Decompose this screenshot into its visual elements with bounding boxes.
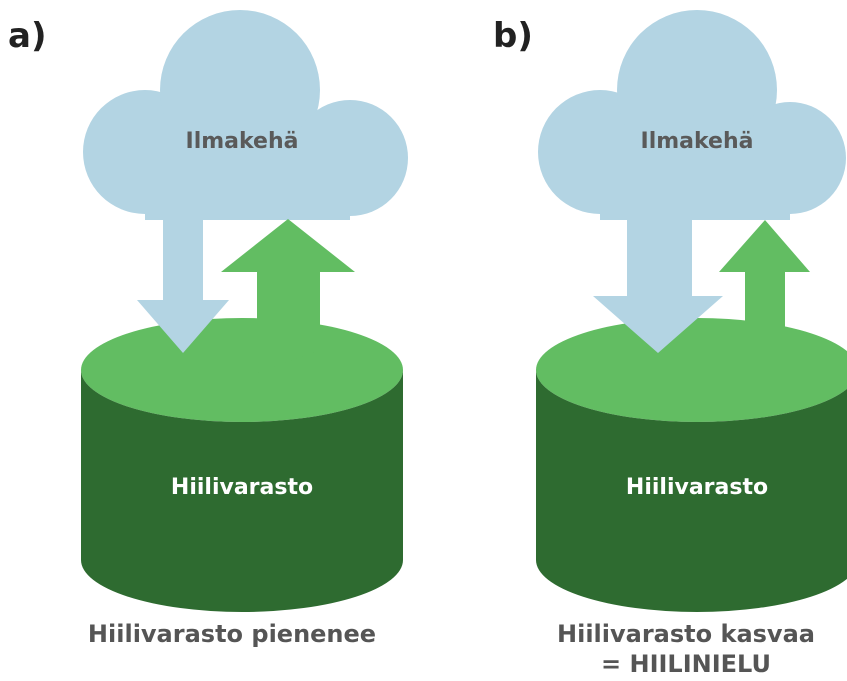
panel-b-up-arrow [719,220,810,348]
panel-b-store-label: Hiilivarasto [626,475,768,500]
panel-b-store-top [536,318,847,422]
panel-a-caption: Hiilivarasto pienenee [88,620,376,648]
panel-a-cloud [83,10,408,220]
panel-b-atmosphere-label: Ilmakehä [641,129,754,154]
panel-a-up-arrow [221,219,355,373]
panel-b-caption-line2: = HIILINIELU [601,650,771,678]
panel-b-letter: b) [493,16,533,56]
panel-b-store-body [536,370,847,612]
panel-a-down-arrow [137,210,229,353]
panel-a-store-top [81,318,403,422]
panel-a-store-body [81,370,403,612]
panel-a-letter: a) [8,16,46,56]
panel-b: b) Ilmakehä Hiilivarasto Hiilivarasto ka… [493,10,847,678]
panel-a: a) Ilmakehä Hiilivarasto Hiilivarasto pi… [8,10,408,648]
panel-a-atmosphere-label: Ilmakehä [186,129,299,154]
panel-b-down-arrow [593,210,723,353]
panel-b-caption-line1: Hiilivarasto kasvaa [557,620,815,648]
panel-a-store-label: Hiilivarasto [171,475,313,500]
panel-b-cloud [538,10,846,220]
